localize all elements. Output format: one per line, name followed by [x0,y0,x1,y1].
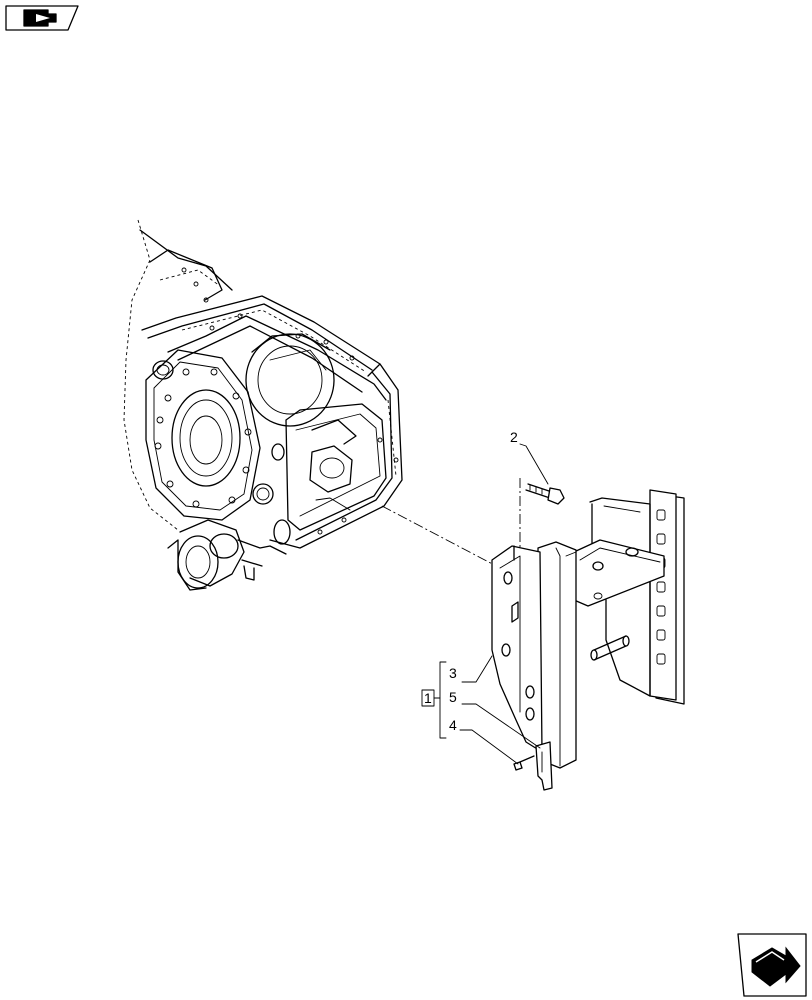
book-arrow-icon[interactable] [5,5,79,31]
alignment-line [381,505,501,569]
callout-3: 3 [449,665,457,681]
callout-4: 4 [449,717,457,733]
transmission-housing [123,219,403,591]
callout-2: 2 [510,429,518,445]
hitch-bracket-assembly [491,489,685,791]
next-page-arrow-icon[interactable] [737,933,807,997]
bolt [525,483,565,505]
callout-1-kit: 1 [424,690,432,706]
callout-5: 5 [449,689,457,705]
callout-leaders [421,443,549,765]
